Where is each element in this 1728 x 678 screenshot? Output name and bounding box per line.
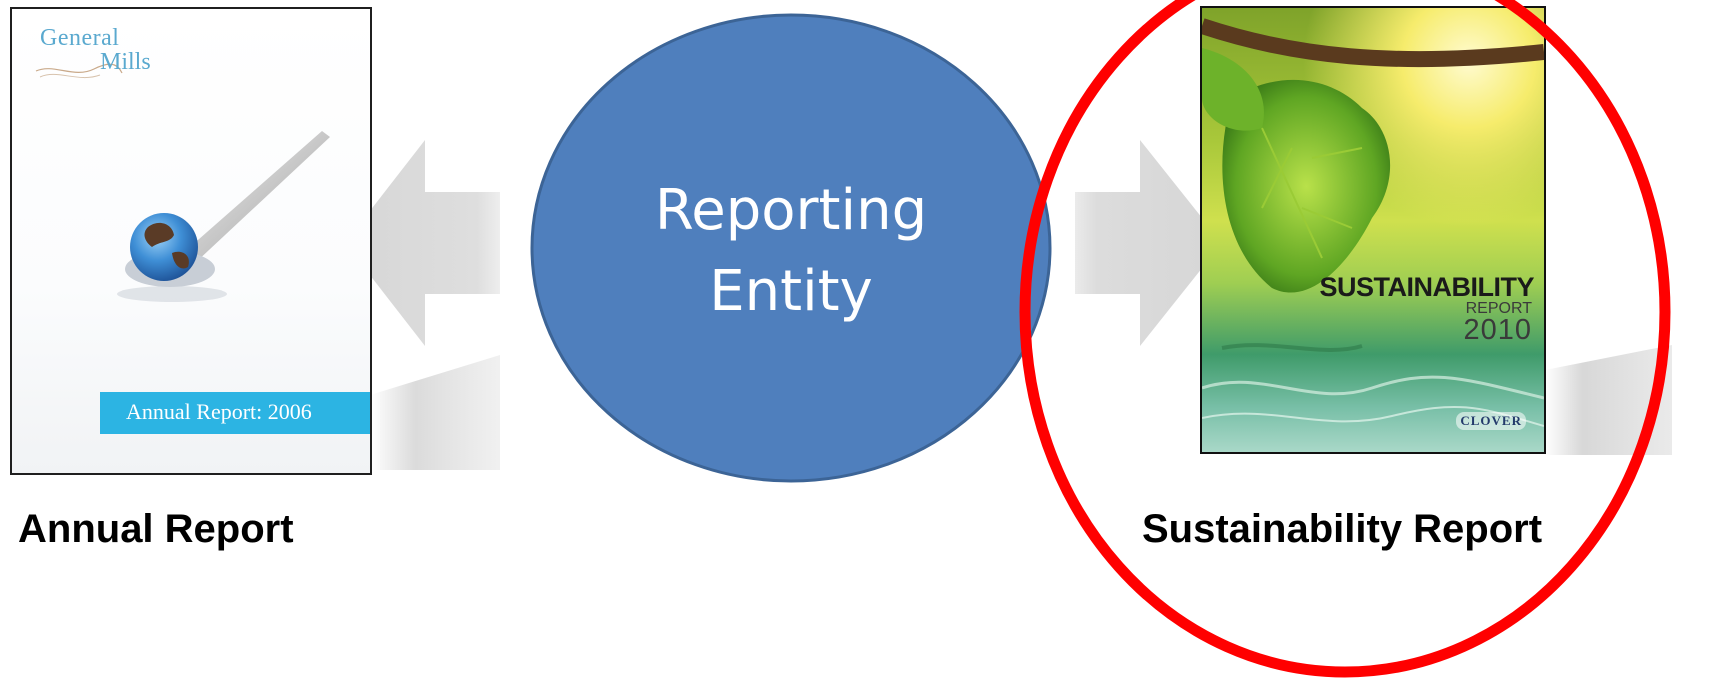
sustainability-report-cover: SUSTAINABILITY REPORT 2010 CLOVER <box>1200 6 1546 454</box>
red-highlight-ellipse <box>1019 0 1671 678</box>
logo-text-general: General <box>40 25 120 51</box>
sustainability-report-caption: Sustainability Report <box>1142 507 1543 551</box>
annual-report-banner-text: Annual Report: 2006 <box>126 399 312 424</box>
annual-report-banner: Annual Report: 2006 <box>100 392 370 434</box>
entity-circle-shape <box>530 13 1052 483</box>
annual-report-caption: Annual Report <box>18 507 294 551</box>
globe-spoon-image <box>117 131 330 302</box>
left-arrow <box>345 140 500 346</box>
logo-swirl-icon <box>35 63 123 79</box>
annual-report-cover: General Mills Annual Report: 2006 <box>10 7 372 475</box>
logo-text-mills: Mills <box>100 49 151 75</box>
entity-circle-label: Reporting Entity <box>531 170 1051 332</box>
sustainability-cover-year: 2010 <box>1463 314 1532 346</box>
entity-label-line2: Entity <box>709 259 873 325</box>
entity-label-line1: Reporting <box>654 178 928 243</box>
leaf-water-image <box>1202 18 1544 427</box>
sustainability-cover-subtitle: REPORT <box>1465 300 1532 317</box>
sustainability-cover-title: SUSTAINABILITY <box>1319 272 1535 302</box>
clover-logo: CLOVER <box>1456 412 1526 430</box>
right-arrow <box>1075 140 1222 346</box>
right-cover-shadow <box>1545 345 1672 455</box>
left-cover-shadow <box>370 355 500 470</box>
